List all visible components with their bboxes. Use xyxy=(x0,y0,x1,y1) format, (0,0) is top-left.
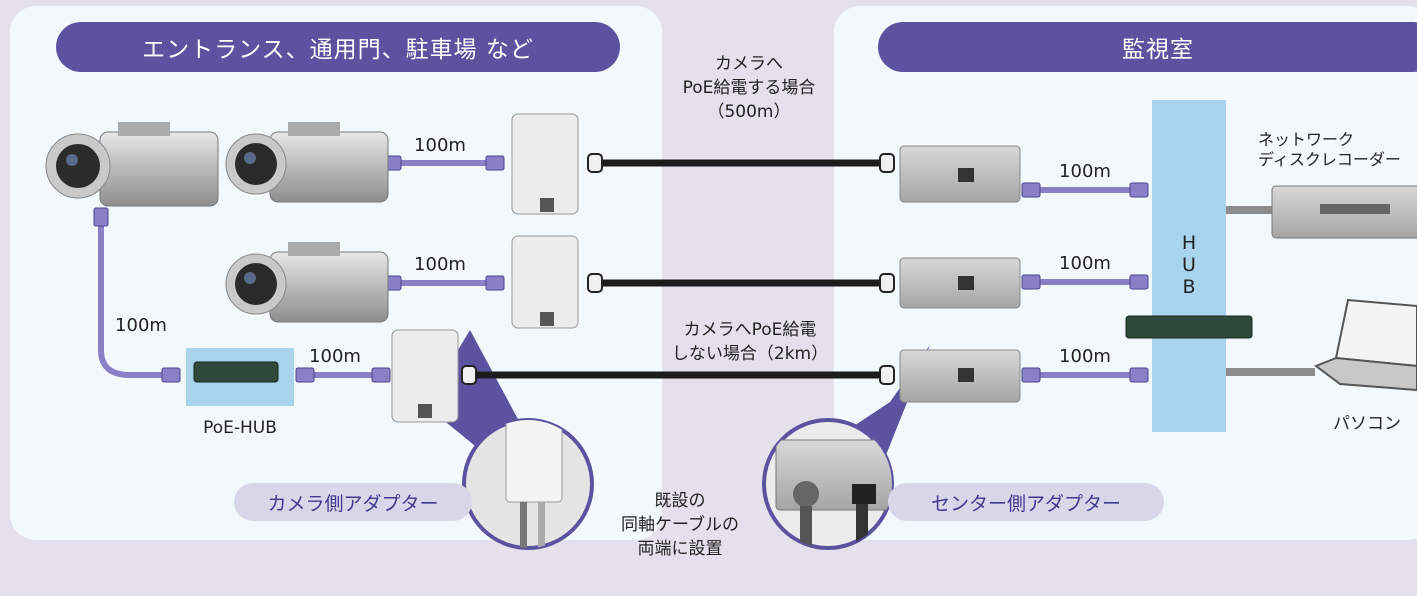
coax-cables xyxy=(475,159,888,379)
camera-adapter-3 xyxy=(391,329,459,423)
right-area-title: 監視室 xyxy=(878,22,1417,72)
camera-adapter-2 xyxy=(511,235,579,329)
laptop xyxy=(1313,298,1417,392)
hub-column xyxy=(1152,100,1226,432)
distance-label-cam1: 100m xyxy=(414,135,466,156)
distance-label-vertical: 100m xyxy=(115,315,167,336)
camera-adapter-1 xyxy=(511,113,579,215)
pc-label: パソコン xyxy=(1333,414,1401,434)
camera-adapter-photo xyxy=(462,418,594,550)
purple-connectors xyxy=(93,155,1149,383)
cable-cam-to-poehub xyxy=(98,222,175,378)
main-switch xyxy=(1125,315,1253,339)
distance-label-r1: 100m xyxy=(1059,161,1111,182)
no-poe-note: カメラへPoE給電 しない場合（2km） xyxy=(671,320,829,364)
center-adapter-3 xyxy=(899,349,1021,403)
purple-cables xyxy=(98,160,1140,378)
hub-label: H U B xyxy=(1181,232,1197,298)
center-adapter-2 xyxy=(899,257,1021,309)
grey-cables xyxy=(1226,206,1315,376)
distance-label-poehub: 100m xyxy=(309,346,361,367)
left-area-title: エントランス、通用門、駐車場 など xyxy=(56,22,620,72)
center-adapter-label: センター側アダプター xyxy=(888,483,1164,521)
center-adapter-photo xyxy=(762,418,894,550)
camera-3 xyxy=(225,242,389,323)
center-adapter-1 xyxy=(899,145,1021,203)
nas-recorder xyxy=(1271,185,1417,239)
poe-camera-note: カメラへ PoE給電する場合 （500m） xyxy=(682,54,816,122)
camera-2 xyxy=(225,122,389,203)
coax-note: 既設の 同軸ケーブルの 両端に設置 xyxy=(621,491,739,559)
coax-connectors xyxy=(461,153,895,385)
poe-hub-switch xyxy=(193,361,279,383)
distance-label-r2: 100m xyxy=(1059,253,1111,274)
camera-adapter-label: カメラ側アダプター xyxy=(234,483,472,521)
distance-label-cam2: 100m xyxy=(414,254,466,275)
nas-label: ネットワーク ディスクレコーダー xyxy=(1258,130,1401,169)
poe-hub-label: PoE-HUB xyxy=(203,418,277,438)
camera-1 xyxy=(45,122,219,207)
distance-label-r3: 100m xyxy=(1059,346,1111,367)
